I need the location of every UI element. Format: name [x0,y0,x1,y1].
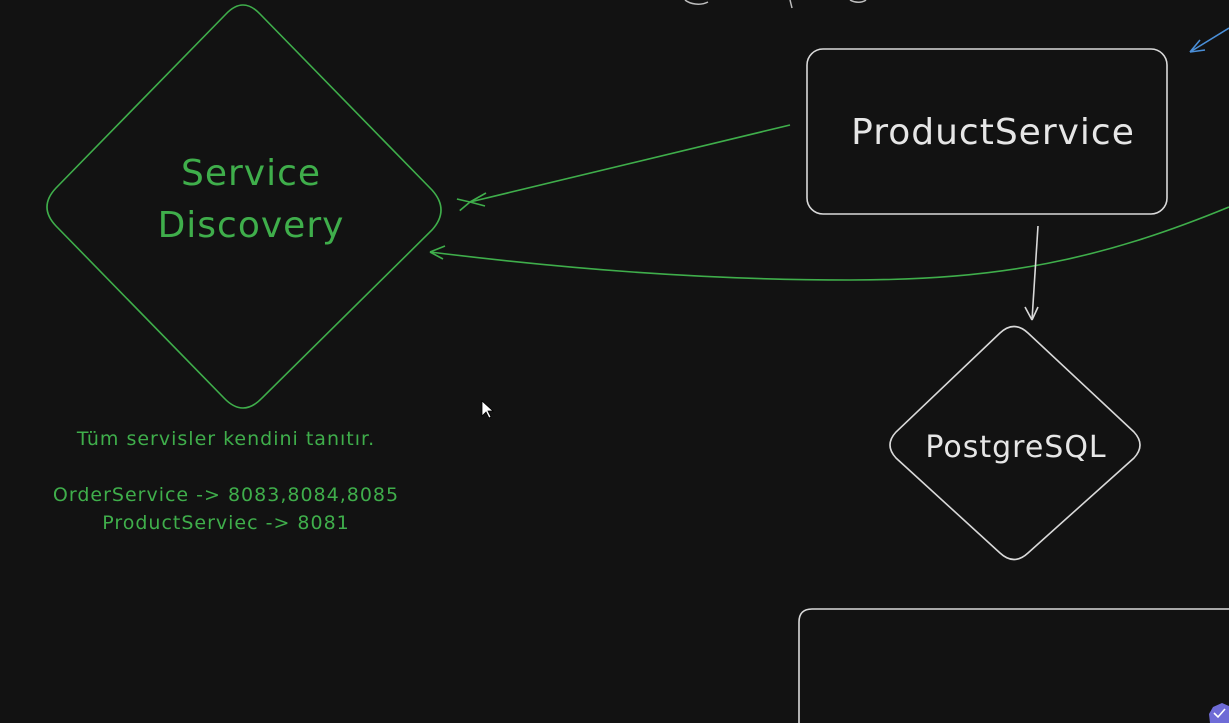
blue-arrow [1189,27,1229,53]
product-to-discovery-arrow [470,124,791,202]
postgresql-node[interactable]: PostgreSQL [889,325,1141,561]
notes-line2: OrderService -> 8083,8084,8085 [53,484,399,506]
notes-block: Tüm servisler kendini tanıtır. OrderServ… [53,428,399,534]
postgresql-label: PostgreSQL [925,430,1106,465]
notes-line3: ProductServiec -> 8081 [102,512,350,534]
product-service-node[interactable]: ProductService [806,48,1168,215]
order-to-discovery-arrowhead [429,245,446,260]
product-to-postgres-arrow [1031,225,1039,321]
service-discovery-label-line1: Service [181,153,321,194]
order-to-discovery-arrow [429,206,1229,281]
partial-box-bottom [798,608,1229,723]
notes-line1: Tüm servisler kendini tanıtır. [76,428,375,450]
service-discovery-label-line2: Discovery [158,205,345,246]
top-scribble [684,0,867,9]
mouse-cursor-icon [481,400,495,419]
product-service-label: ProductService [851,112,1135,153]
service-discovery-node[interactable]: Service Discovery [46,4,442,409]
shield-icon [1209,703,1229,723]
product-to-discovery-arrowhead [469,192,487,207]
product-to-postgres-arrowhead [1024,306,1039,321]
